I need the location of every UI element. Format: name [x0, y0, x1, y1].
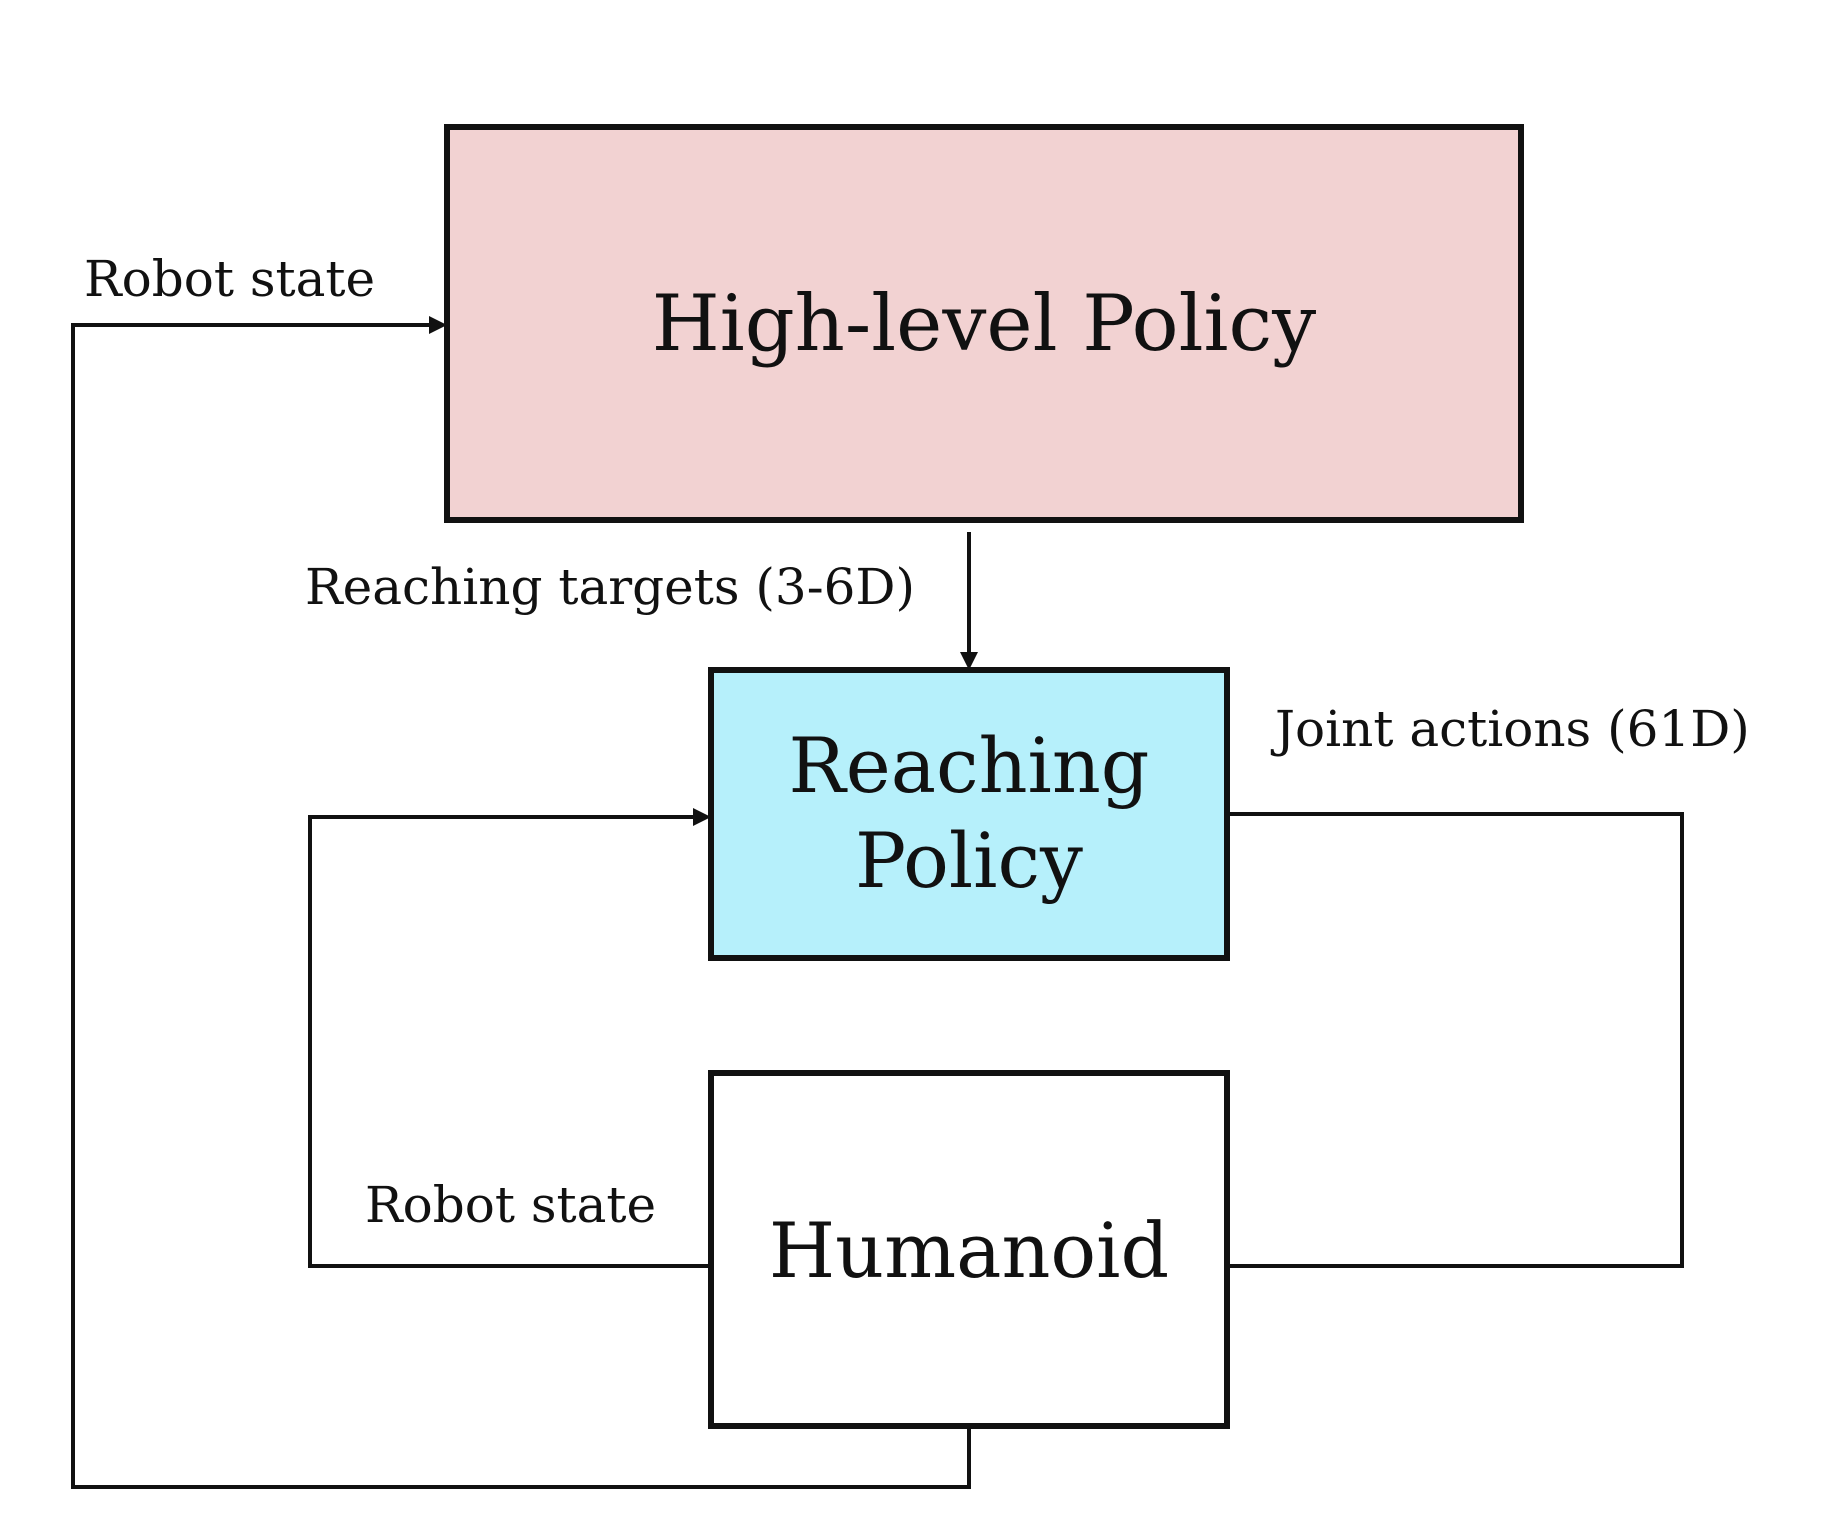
robot-state-outer-label: Robot state	[84, 250, 375, 308]
reaching-targets-label: Reaching targets (3-6D)	[305, 558, 915, 616]
high-level-policy-box	[444, 124, 1524, 523]
humanoid-node: Humanoid	[708, 1070, 1230, 1429]
humanoid-box	[708, 1070, 1230, 1429]
robot-state-outer-arrowhead	[429, 316, 447, 334]
reaching-policy-node: Reaching Policy	[708, 667, 1230, 961]
edge-reaching-targets: Reaching targets (3-6D)	[305, 532, 978, 670]
humanoid-label: Humanoid	[769, 1206, 1169, 1295]
robot-state-inner-arrowhead	[693, 808, 711, 826]
edge-robot-state-outer: Robot state	[71, 250, 971, 1489]
edge-joint-actions: Joint actions (61D)	[1227, 700, 1750, 1268]
reaching-policy-box	[708, 667, 1230, 961]
joint-actions-connector	[1227, 812, 1684, 1268]
robot-state-inner-label: Robot state	[365, 1176, 656, 1234]
reaching-policy-label-line2: Policy	[855, 816, 1083, 905]
high-level-policy-node: High-level Policy	[444, 124, 1524, 523]
reaching-targets-arrowhead	[960, 652, 978, 670]
robot-state-outer-connector	[71, 323, 971, 1489]
robot-state-inner-connector	[308, 815, 711, 1268]
reaching-policy-label-line1: Reaching	[789, 721, 1150, 810]
edge-robot-state-inner: Robot state	[308, 808, 711, 1268]
high-level-policy-label: High-level Policy	[652, 279, 1317, 369]
joint-actions-label: Joint actions (61D)	[1270, 700, 1750, 758]
